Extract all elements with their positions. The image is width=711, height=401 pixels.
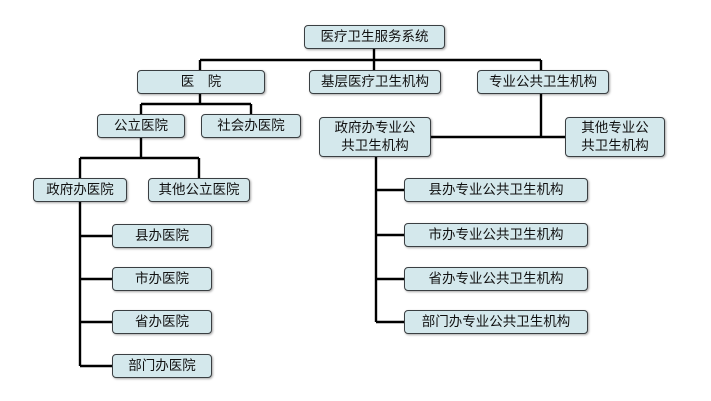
node-hospital: 医 院 [137, 70, 265, 94]
node-other-public-hospital: 其他公立医院 [148, 178, 250, 202]
node-province-hospital: 省办医院 [112, 310, 212, 334]
node-dept-hospital: 部门办医院 [112, 354, 212, 378]
node-primary-care: 基层医疗卫生机构 [309, 70, 441, 94]
node-public-hospital: 公立医院 [97, 114, 185, 138]
node-gov-public-health: 政府办专业公共卫生机构 [319, 117, 431, 157]
node-city-hospital: 市办医院 [112, 267, 212, 291]
node-dept-public-health: 部门办专业公共卫生机构 [404, 310, 588, 334]
node-public-health: 专业公共卫生机构 [477, 70, 609, 94]
node-social-hospital: 社会办医院 [201, 114, 301, 138]
node-gov-hospital: 政府办医院 [33, 178, 127, 202]
node-county-hospital: 县办医院 [112, 224, 212, 248]
node-county-public-health: 县办专业公共卫生机构 [404, 178, 588, 202]
node-city-public-health: 市办专业公共卫生机构 [404, 223, 588, 247]
node-other-public-health: 其他专业公共卫生机构 [565, 117, 665, 157]
node-province-public-health: 省办专业公共卫生机构 [404, 267, 588, 291]
node-root: 医疗卫生服务系统 [304, 25, 445, 49]
